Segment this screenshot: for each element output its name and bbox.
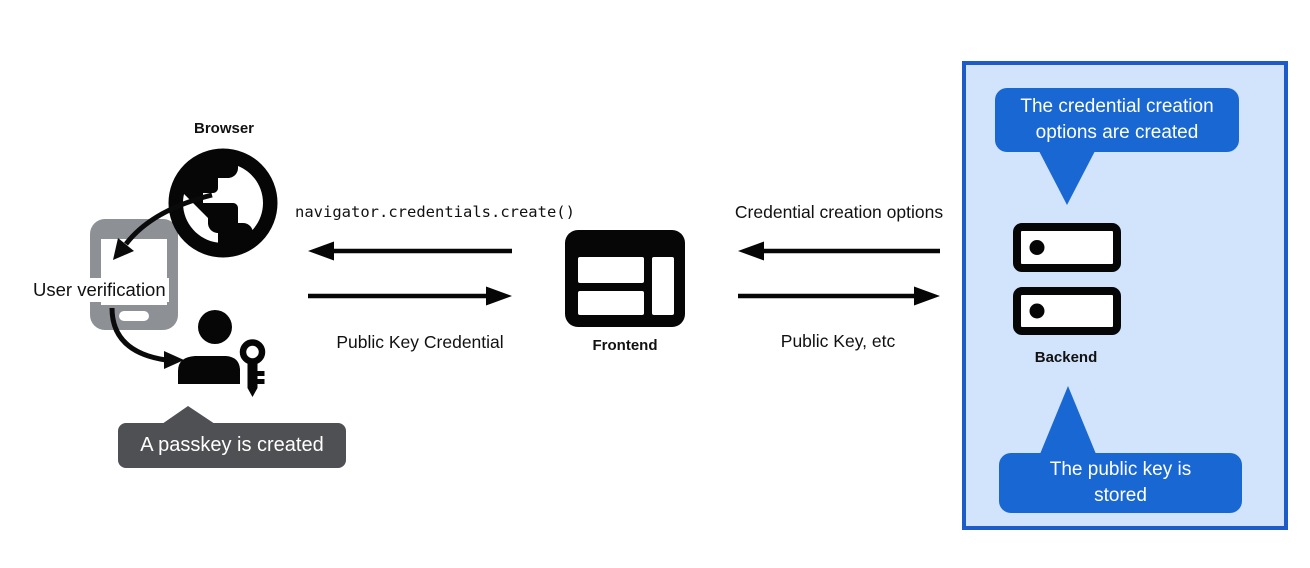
arrow-right-public-key-credential (308, 286, 512, 306)
tooltip-tail (1040, 386, 1096, 454)
key-stored-line2: stored (1094, 485, 1147, 506)
create-call-label: navigator.credentials.create() (295, 203, 575, 221)
public-key-credential-label: Public Key Credential (336, 332, 504, 352)
arrow-left-creation-options (738, 241, 940, 261)
tooltip-tail (162, 406, 215, 424)
passkey-created-text: A passkey is created (140, 434, 324, 456)
curved-arrow-browser-to-device (113, 192, 213, 260)
browser-window-icon (565, 230, 685, 327)
backend-label: Backend (1034, 349, 1098, 366)
options-created-tooltip: The credential creation options are crea… (995, 88, 1239, 205)
globe-icon (168, 148, 278, 258)
tooltip-tail (1039, 151, 1095, 205)
arrow-left-create-call (308, 241, 512, 261)
browser-label: Browser (193, 120, 255, 137)
passkey-created-tooltip: A passkey is created (118, 406, 346, 468)
public-key-etc-label: Public Key, etc (780, 331, 896, 351)
user-verification-label: User verification (30, 278, 169, 302)
options-created-line1: The credential creation (1020, 96, 1214, 118)
arrow-right-public-key-etc (738, 286, 940, 306)
smartphone-icon (90, 219, 178, 330)
credential-creation-options-label: Credential creation options (734, 202, 944, 222)
key-stored-line1: The public key is (1049, 459, 1192, 481)
frontend-label: Frontend (592, 337, 658, 354)
options-created-line2: options are created (1035, 122, 1199, 143)
key-stored-tooltip: The public key is stored (999, 386, 1242, 513)
person-key-icon (178, 310, 266, 397)
curved-arrow-device-to-user (109, 307, 184, 369)
